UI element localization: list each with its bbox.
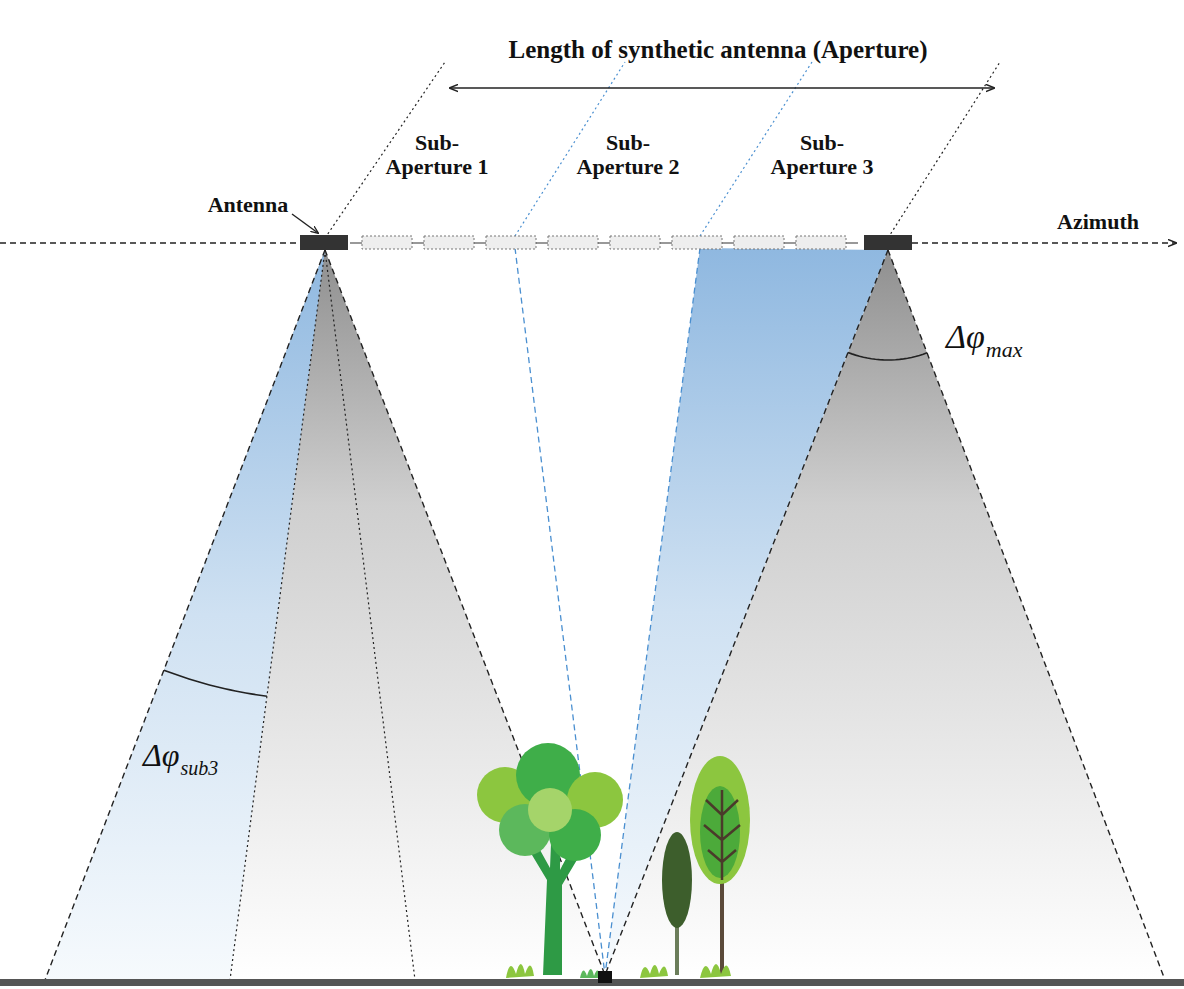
part-label: Antenna <box>208 193 289 217</box>
virtual-antennas <box>350 236 858 249</box>
connector-tick <box>474 242 486 243</box>
angle-arc <box>164 670 267 696</box>
aperture-arrow <box>450 87 994 89</box>
part-label: Azimuth <box>1057 210 1139 234</box>
connector-tick <box>722 242 734 243</box>
angle-arc <box>848 352 927 360</box>
virtual-antenna <box>796 236 846 249</box>
beam-edge <box>888 250 1165 980</box>
virtual-antenna <box>548 236 598 249</box>
angle-label: sub3 <box>180 757 218 779</box>
part-label: Sub- Aperture 3 <box>762 131 882 179</box>
part-label: Sub- Aperture 1 <box>377 131 497 179</box>
connector-tick <box>660 242 672 243</box>
connector-tick <box>536 242 548 243</box>
beam-edge <box>45 250 325 980</box>
virtual-antenna <box>734 236 784 249</box>
sub-beam-edge <box>230 250 325 980</box>
virtual-antenna <box>610 236 660 249</box>
sub-beam <box>605 248 888 975</box>
angle-label: Δφ <box>143 738 179 773</box>
sub-beam-edge <box>325 250 415 980</box>
angle-label: max <box>986 338 1023 362</box>
connector-tick <box>846 242 858 243</box>
azimuth-axis <box>912 242 1176 243</box>
virtual-antenna <box>672 236 722 249</box>
antenna <box>864 235 912 250</box>
beam-edge <box>325 250 605 975</box>
part-label: Sub- Aperture 2 <box>568 131 688 179</box>
azimuth-axis <box>0 242 298 243</box>
beam-edge <box>605 250 888 975</box>
sub-aperture-ray <box>515 248 605 975</box>
leader-line <box>292 214 318 233</box>
sub-beam <box>45 250 325 980</box>
antenna <box>300 235 348 250</box>
connector-tick <box>350 242 362 243</box>
virtual-antenna <box>486 236 536 249</box>
virtual-antenna <box>424 236 474 249</box>
connector-tick <box>598 242 610 243</box>
target <box>598 971 612 983</box>
beam-cone <box>45 250 605 980</box>
sub-aperture-ray <box>605 248 700 975</box>
trees <box>477 743 750 978</box>
connector-tick <box>412 242 424 243</box>
ground <box>0 979 1184 986</box>
virtual-antenna <box>362 236 412 249</box>
dimension-label: Length of synthetic antenna (Aperture) <box>509 36 928 64</box>
connector-tick <box>784 242 796 243</box>
angle-label: Δφ <box>946 318 985 355</box>
